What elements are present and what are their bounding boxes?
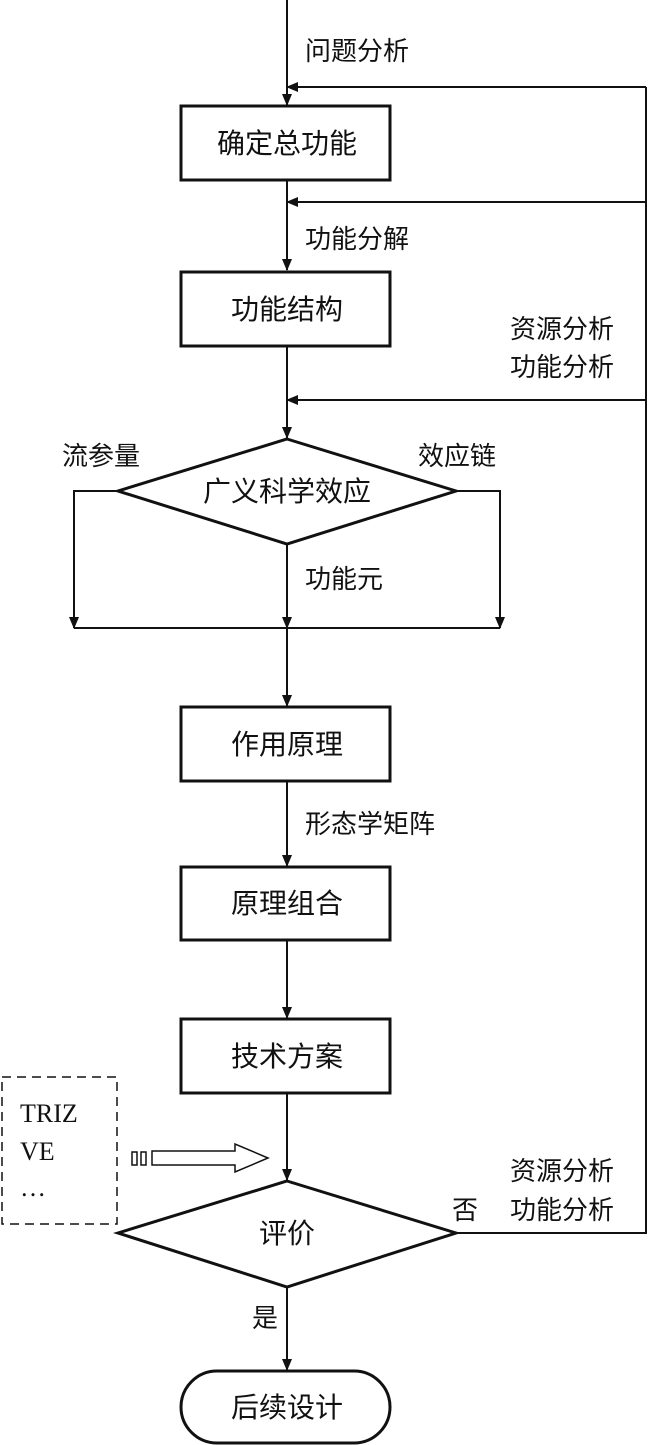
edge-flow-parameters-branch [69, 490, 118, 629]
tools-ellipsis: … [20, 1173, 46, 1202]
tools-triz: TRIZ [20, 1099, 78, 1128]
node-principle-combination: 原理组合 [231, 887, 343, 920]
diamond-evaluation [112, 1179, 462, 1289]
label-function-decomposition: 功能分解 [305, 225, 409, 255]
box-working-principle [179, 705, 392, 783]
tools-ve: VE [20, 1137, 55, 1166]
node-working-principle: 作用原理 [231, 728, 343, 761]
edge-effect-chain-branch [456, 490, 505, 629]
box-total-function [179, 104, 392, 182]
tools-box [1, 1076, 118, 1225]
node-total-function: 确定总功能 [217, 127, 357, 160]
box-function-structure [179, 270, 392, 348]
label-effect-chain: 效应链 [418, 442, 496, 472]
node-evaluation: 评价 [259, 1217, 315, 1250]
node-follow-up-design: 后续设计 [231, 1391, 343, 1424]
label-function-analysis-upper: 功能分析 [510, 353, 614, 383]
label-resource-analysis-lower: 资源分析 [510, 1157, 614, 1187]
node-technical-scheme: 技术方案 [231, 1040, 343, 1073]
label-yes: 是 [252, 1304, 278, 1334]
terminal-follow-up-design [179, 1369, 392, 1445]
diamond-generalized-effect [112, 437, 462, 546]
box-principle-combination [179, 865, 392, 942]
box-technical-scheme [179, 1017, 392, 1095]
label-no: 否 [452, 1196, 478, 1226]
feedback-loop-line [456, 87, 647, 1234]
label-function-analysis-lower: 功能分析 [510, 1196, 614, 1226]
label-morphological-matrix: 形态学矩阵 [305, 810, 435, 840]
label-resource-analysis-upper: 资源分析 [510, 315, 614, 345]
label-problem-analysis: 问题分析 [305, 37, 409, 67]
label-flow-parameters: 流参量 [62, 442, 140, 472]
node-function-structure: 功能结构 [231, 293, 343, 326]
node-generalized-effect: 广义科学效应 [203, 475, 371, 508]
label-function-element: 功能元 [305, 565, 383, 595]
hollow-arrow-icon [131, 1142, 270, 1174]
